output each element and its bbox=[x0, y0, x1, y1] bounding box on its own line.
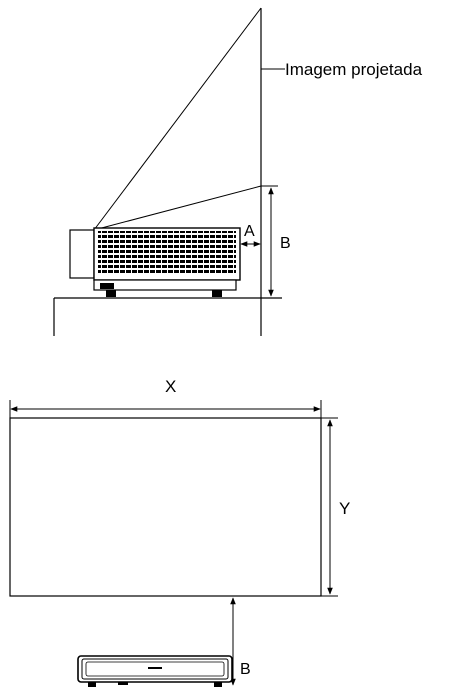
projected-screen-rect bbox=[9, 417, 322, 597]
label-x: X bbox=[165, 377, 176, 396]
side-view: Imagem projetada A B bbox=[53, 7, 423, 336]
label-y: Y bbox=[339, 499, 350, 518]
foot-left bbox=[106, 290, 116, 297]
projector-side bbox=[69, 227, 241, 297]
rear-port-icon bbox=[100, 283, 114, 289]
vent-grille bbox=[98, 231, 236, 275]
brand-strip bbox=[148, 667, 162, 669]
projector-front bbox=[77, 655, 233, 687]
front-view: X Y B bbox=[9, 377, 350, 687]
screen-label: Imagem projetada bbox=[285, 60, 423, 79]
projection-beam-upper bbox=[93, 7, 262, 231]
front-foot-right bbox=[214, 682, 222, 687]
front-foot-left bbox=[88, 682, 96, 687]
label-b-side: B bbox=[280, 235, 291, 252]
label-a: A bbox=[244, 223, 255, 240]
label-b-front: B bbox=[240, 661, 251, 678]
projection-beam-lower bbox=[93, 185, 262, 231]
foot-right bbox=[212, 290, 222, 297]
